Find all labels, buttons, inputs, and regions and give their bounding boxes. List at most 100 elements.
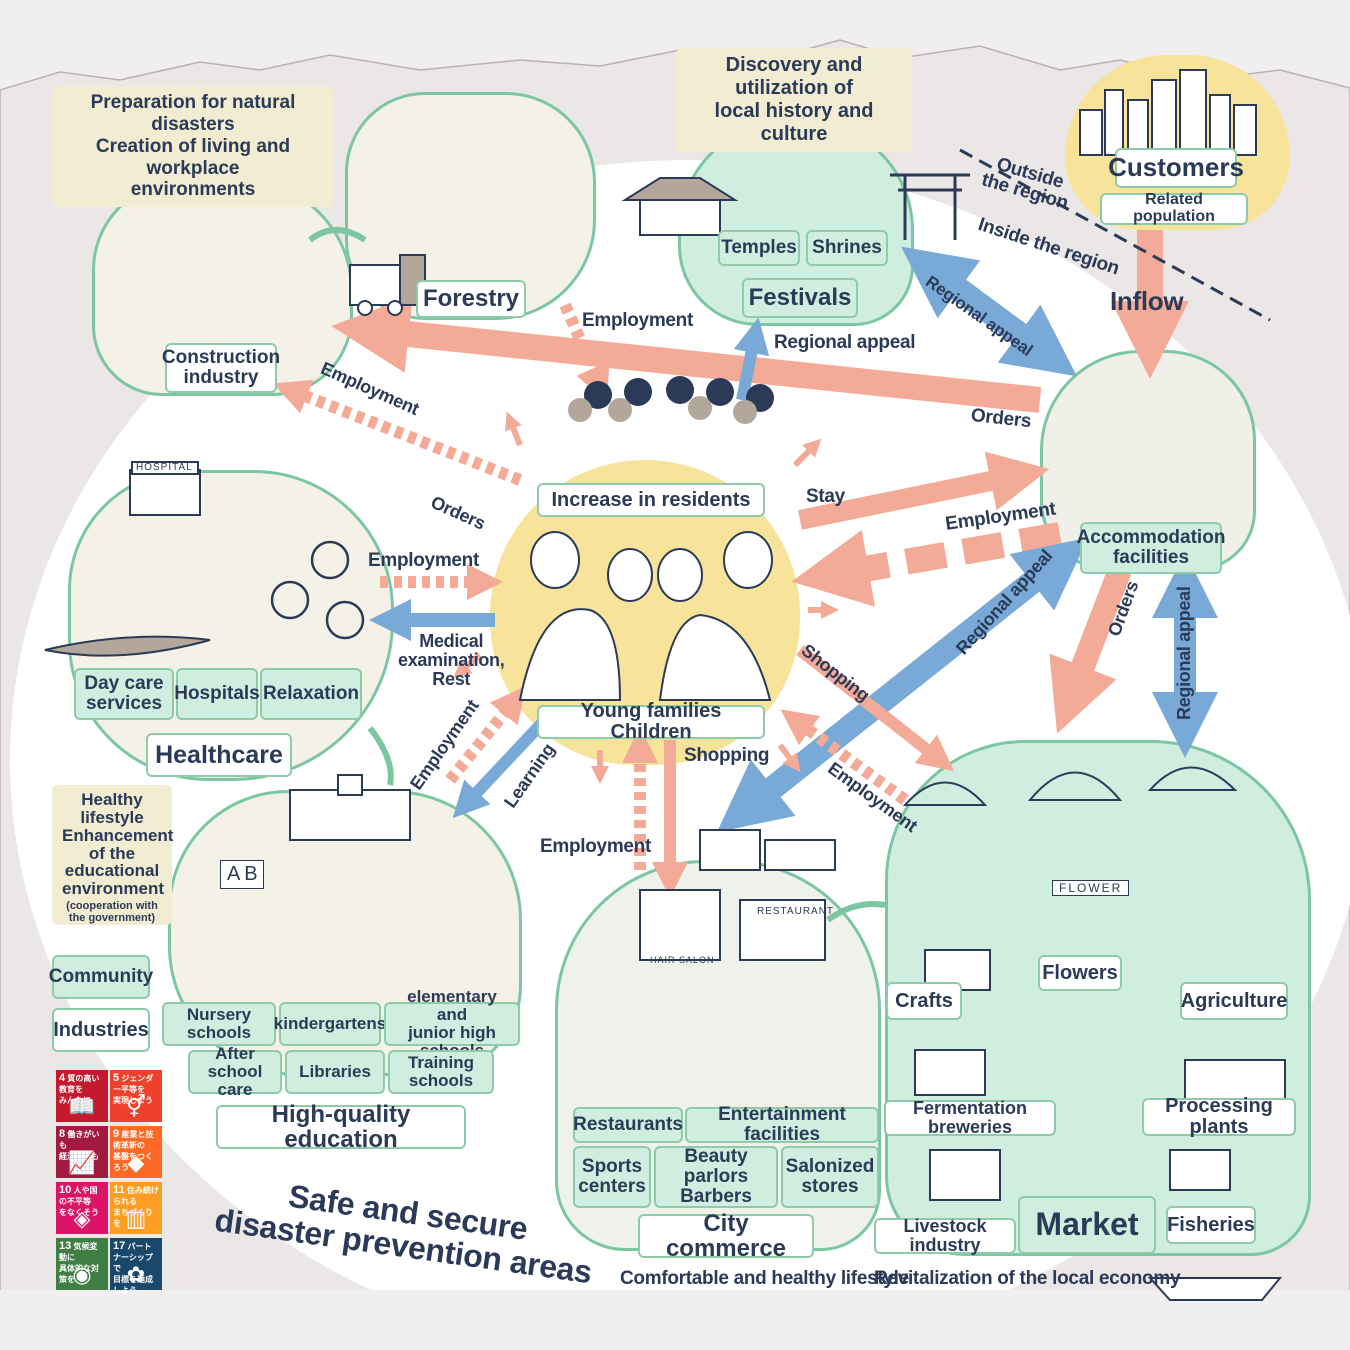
elementary-label: elementary and junior high schools: [384, 988, 520, 1059]
employment-market-arrow: [780, 709, 909, 805]
regional-appeal-festivals-arrow: [733, 317, 770, 402]
sdg-num: 11: [113, 1184, 125, 1196]
comfortable-lifestyle-label: Comfortable and healthy lifestyle: [620, 1268, 909, 1289]
radiate-arrow: [453, 652, 482, 678]
healthcare-label: Healthcare: [146, 733, 292, 777]
agriculture-label: Agriculture: [1180, 982, 1288, 1020]
orders-top-arrow: [331, 295, 1042, 413]
eye-icon: ◉: [72, 1262, 92, 1287]
shopping-right-arrow: [796, 645, 955, 772]
temples-label: Temples: [718, 230, 800, 266]
regional-appeal-top-arrow: [901, 246, 1077, 377]
fermentation-label: Fermentation breweries: [884, 1099, 1056, 1136]
sdg-8-icon: 8 働きがいも 経済成長も📈: [56, 1126, 108, 1178]
sdg-num: 17: [113, 1240, 126, 1252]
family-figures: [518, 531, 773, 701]
sdg-text: 産業と技術革新の 基盤をつくろう: [113, 1130, 154, 1172]
accommodation-facilities-label: Accommodation facilities: [1077, 522, 1225, 574]
radiate-arrow: [504, 411, 523, 447]
market-umbrellas: [902, 766, 1238, 806]
learning-arrow: [452, 715, 550, 819]
market-label: Market: [1018, 1196, 1156, 1254]
sdg-11-icon: 11 住み続けられる まちづくりを▥: [110, 1182, 162, 1234]
flowers-label: Flowers: [1038, 955, 1122, 991]
salonized-label: Salonized stores: [781, 1146, 879, 1208]
hospital-building: [129, 461, 201, 516]
inflow-label: Inflow: [1110, 286, 1184, 316]
after-school-label: After school care: [188, 1045, 282, 1098]
stay-label: Stay: [806, 486, 845, 507]
flower-sign: FLOWER: [1052, 880, 1130, 896]
sdg-text: パートナーシップで 目標を達成しよう: [113, 1242, 153, 1295]
book-icon: 📖: [68, 1094, 96, 1119]
nursery-schools-label: Nursery schools: [162, 1002, 276, 1046]
radiate-arrow: [792, 438, 822, 468]
city-skyline: [1079, 69, 1257, 156]
flower-icon: ✿: [126, 1262, 146, 1287]
regional-appeal-festivals-label: Regional appeal: [774, 332, 916, 353]
processing-label: Processing plants: [1142, 1096, 1296, 1138]
truck: [349, 254, 426, 316]
hair-salon-sign: HAIR SALON: [650, 955, 715, 965]
kindergartens-label: kindergartens: [274, 1002, 386, 1046]
sdg-text: 働きがいも 経済成長も: [59, 1130, 100, 1161]
torii-gate: [890, 173, 970, 240]
note-healthy-sub: (cooperation with the government): [66, 900, 158, 924]
fisheries-label: Fisheries: [1166, 1206, 1256, 1244]
equality-icon: ◈: [73, 1206, 91, 1231]
sdg-text: 住み続けられる まちづくりを: [113, 1186, 159, 1228]
revitalization-label: Revitalization of the local economy: [874, 1268, 1181, 1289]
legend-industries: Industries: [52, 1008, 150, 1052]
employment-health-label: Employment: [368, 550, 480, 571]
employment-city-label: Employment: [540, 836, 652, 857]
green-connector: [367, 726, 394, 786]
festivals-label: Festivals: [742, 278, 858, 318]
increase-residents-label: Increase in residents: [537, 483, 765, 517]
employment-forestry-label: Employment: [582, 310, 694, 331]
sdg-17-icon: 17 パートナーシップで 目標を達成しよう✿: [110, 1238, 162, 1295]
shopping-bottom-label: Shopping: [684, 745, 770, 766]
sdg-text: 気候変動に 具体的な対策を: [59, 1242, 99, 1284]
gender-icon: ⚥: [126, 1094, 146, 1119]
entertainment-label: Entertainment facilities: [685, 1105, 879, 1144]
employment-forestry-arrow: [559, 302, 610, 402]
sdg-num: 8: [59, 1128, 66, 1140]
young-families-label: Young families Children: [537, 701, 765, 743]
restaurants-label: Restaurants: [573, 1107, 683, 1143]
restaurant-sign: RESTAURANT: [757, 906, 835, 917]
boat: [1147, 1277, 1283, 1301]
sdg-num: 5: [113, 1072, 120, 1084]
note-disasters: Preparation for natural disasters Creati…: [52, 86, 334, 208]
city-icon: ▥: [125, 1206, 147, 1231]
cubes-icon: ◆: [127, 1150, 145, 1175]
sdg-num: 4: [59, 1072, 66, 1084]
relaxation-label: Relaxation: [260, 668, 362, 720]
medical-label: Medical examination, Rest: [398, 631, 505, 689]
training-schools-label: Training schools: [388, 1050, 494, 1094]
green-connector: [308, 227, 367, 243]
sdg-num: 13: [59, 1240, 72, 1252]
crafts-label: Crafts: [886, 982, 962, 1020]
note-healthy: Healthy lifestyle Enhancement of the edu…: [52, 785, 173, 925]
beauty-label: Beauty parlors Barbers: [654, 1146, 778, 1208]
sdg-text: 質の高い教育を みんなに: [59, 1074, 100, 1105]
livestock-label: Livestock industry: [874, 1217, 1016, 1254]
sdg-num: 10: [59, 1184, 72, 1196]
high-quality-education-label: High-quality education: [216, 1102, 466, 1152]
day-care-label: Day care services: [74, 668, 174, 720]
employment-edu-arrow: [445, 686, 527, 784]
construction-industry-label: Construction industry: [162, 343, 280, 393]
healthcare-cluster: [68, 470, 394, 781]
sdg-4-icon: 4 質の高い教育を みんなに📖: [56, 1070, 108, 1122]
hospital-sign: HOSPITAL: [136, 462, 193, 473]
shrines-label: Shrines: [806, 230, 888, 266]
sdg-text: ジェンダー平等を 実現しよう: [113, 1074, 154, 1105]
related-population-label: Related population: [1100, 191, 1248, 225]
commerce-buildings: [639, 829, 836, 961]
sdg-num: 9: [113, 1128, 120, 1140]
radiate-arrow: [777, 743, 801, 773]
forestry-label: Forestry: [416, 280, 526, 318]
